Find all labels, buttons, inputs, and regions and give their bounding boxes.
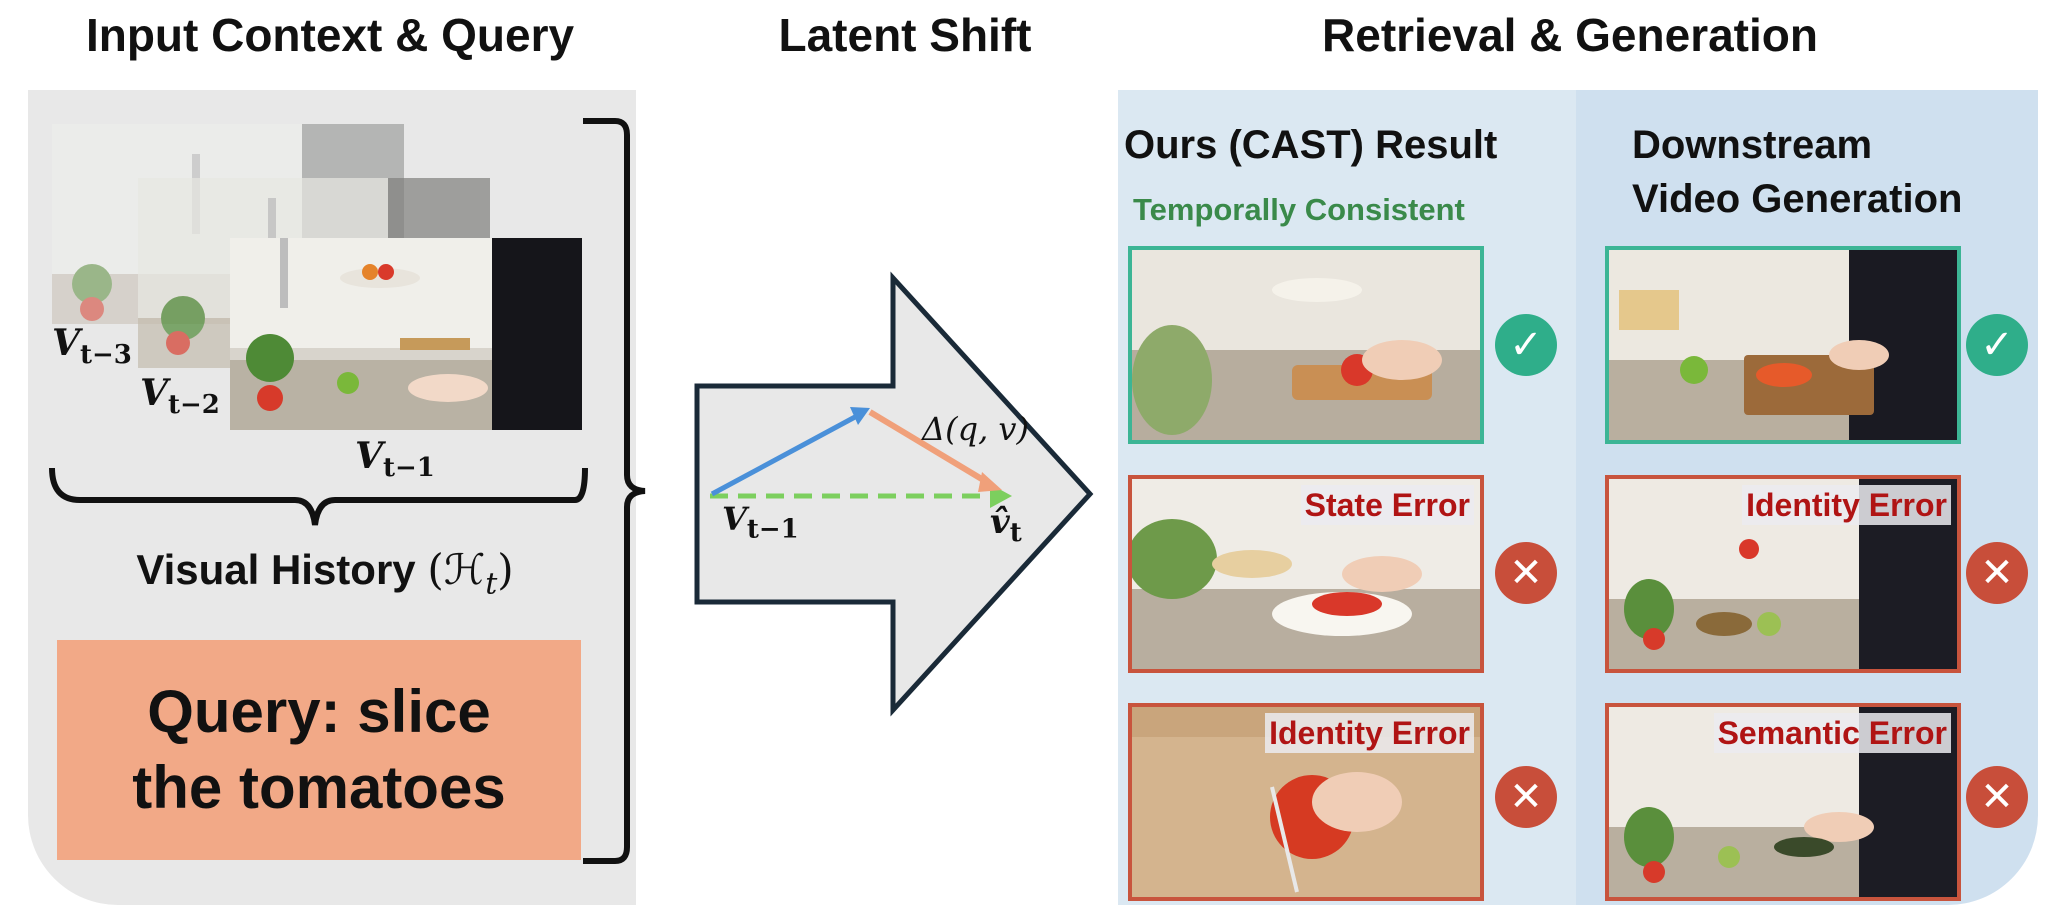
latent-v-label: Vt−1 [722,500,799,545]
context-bracket [583,118,646,864]
identity-error-label-col2: Identity Error [1742,485,1951,525]
cross-icon: ✕ [1495,766,1557,828]
retrieval-result-state-error: State Error [1128,475,1484,673]
cross-icon: ✕ [1495,542,1557,604]
frame-label-t-1: Vt−1 [355,435,435,484]
latent-shift-title: Latent Shift [778,9,1032,61]
history-frame-t-1 [230,238,582,430]
generated-video-consistent [1605,246,1961,444]
query-text: Query: slice the tomatoes [132,678,506,821]
retrieval-generation-title: Retrieval & Generation [1322,9,1818,61]
cross-icon: ✕ [1966,766,2028,828]
history-brace [49,467,588,526]
frame-label-t-3: Vt−3 [52,322,132,371]
check-icon: ✓ [1495,314,1557,376]
latent-shift-arrow [694,271,1094,717]
semantic-error-label: Semantic Error [1713,713,1951,753]
retrieval-result-identity-error: Identity Error [1128,703,1484,901]
retrieval-result-consistent [1128,246,1484,444]
cross-icon: ✕ [1966,542,2028,604]
vhat-label: v̂t [990,502,1022,548]
visual-history-label: Visual History (ℋt) [136,545,514,602]
ours-result-header: Ours (CAST) Result [1124,123,1498,167]
state-error-label: State Error [1300,485,1474,525]
frame-label-t-2: Vt−2 [140,372,220,421]
generated-video-semantic-error: Semantic Error [1605,703,1961,901]
query-box: Query: slice the tomatoes [57,640,581,860]
delta-label: Δ(q, v) [922,410,1029,448]
check-icon: ✓ [1966,314,2028,376]
generated-video-identity-error: Identity Error [1605,475,1961,673]
identity-error-label-col1: Identity Error [1265,713,1474,753]
input-context-title: Input Context & Query [85,9,575,61]
downstream-header: Downstream Video Generation [1632,123,1963,221]
temporally-consistent-label: Temporally Consistent [1133,192,1465,227]
